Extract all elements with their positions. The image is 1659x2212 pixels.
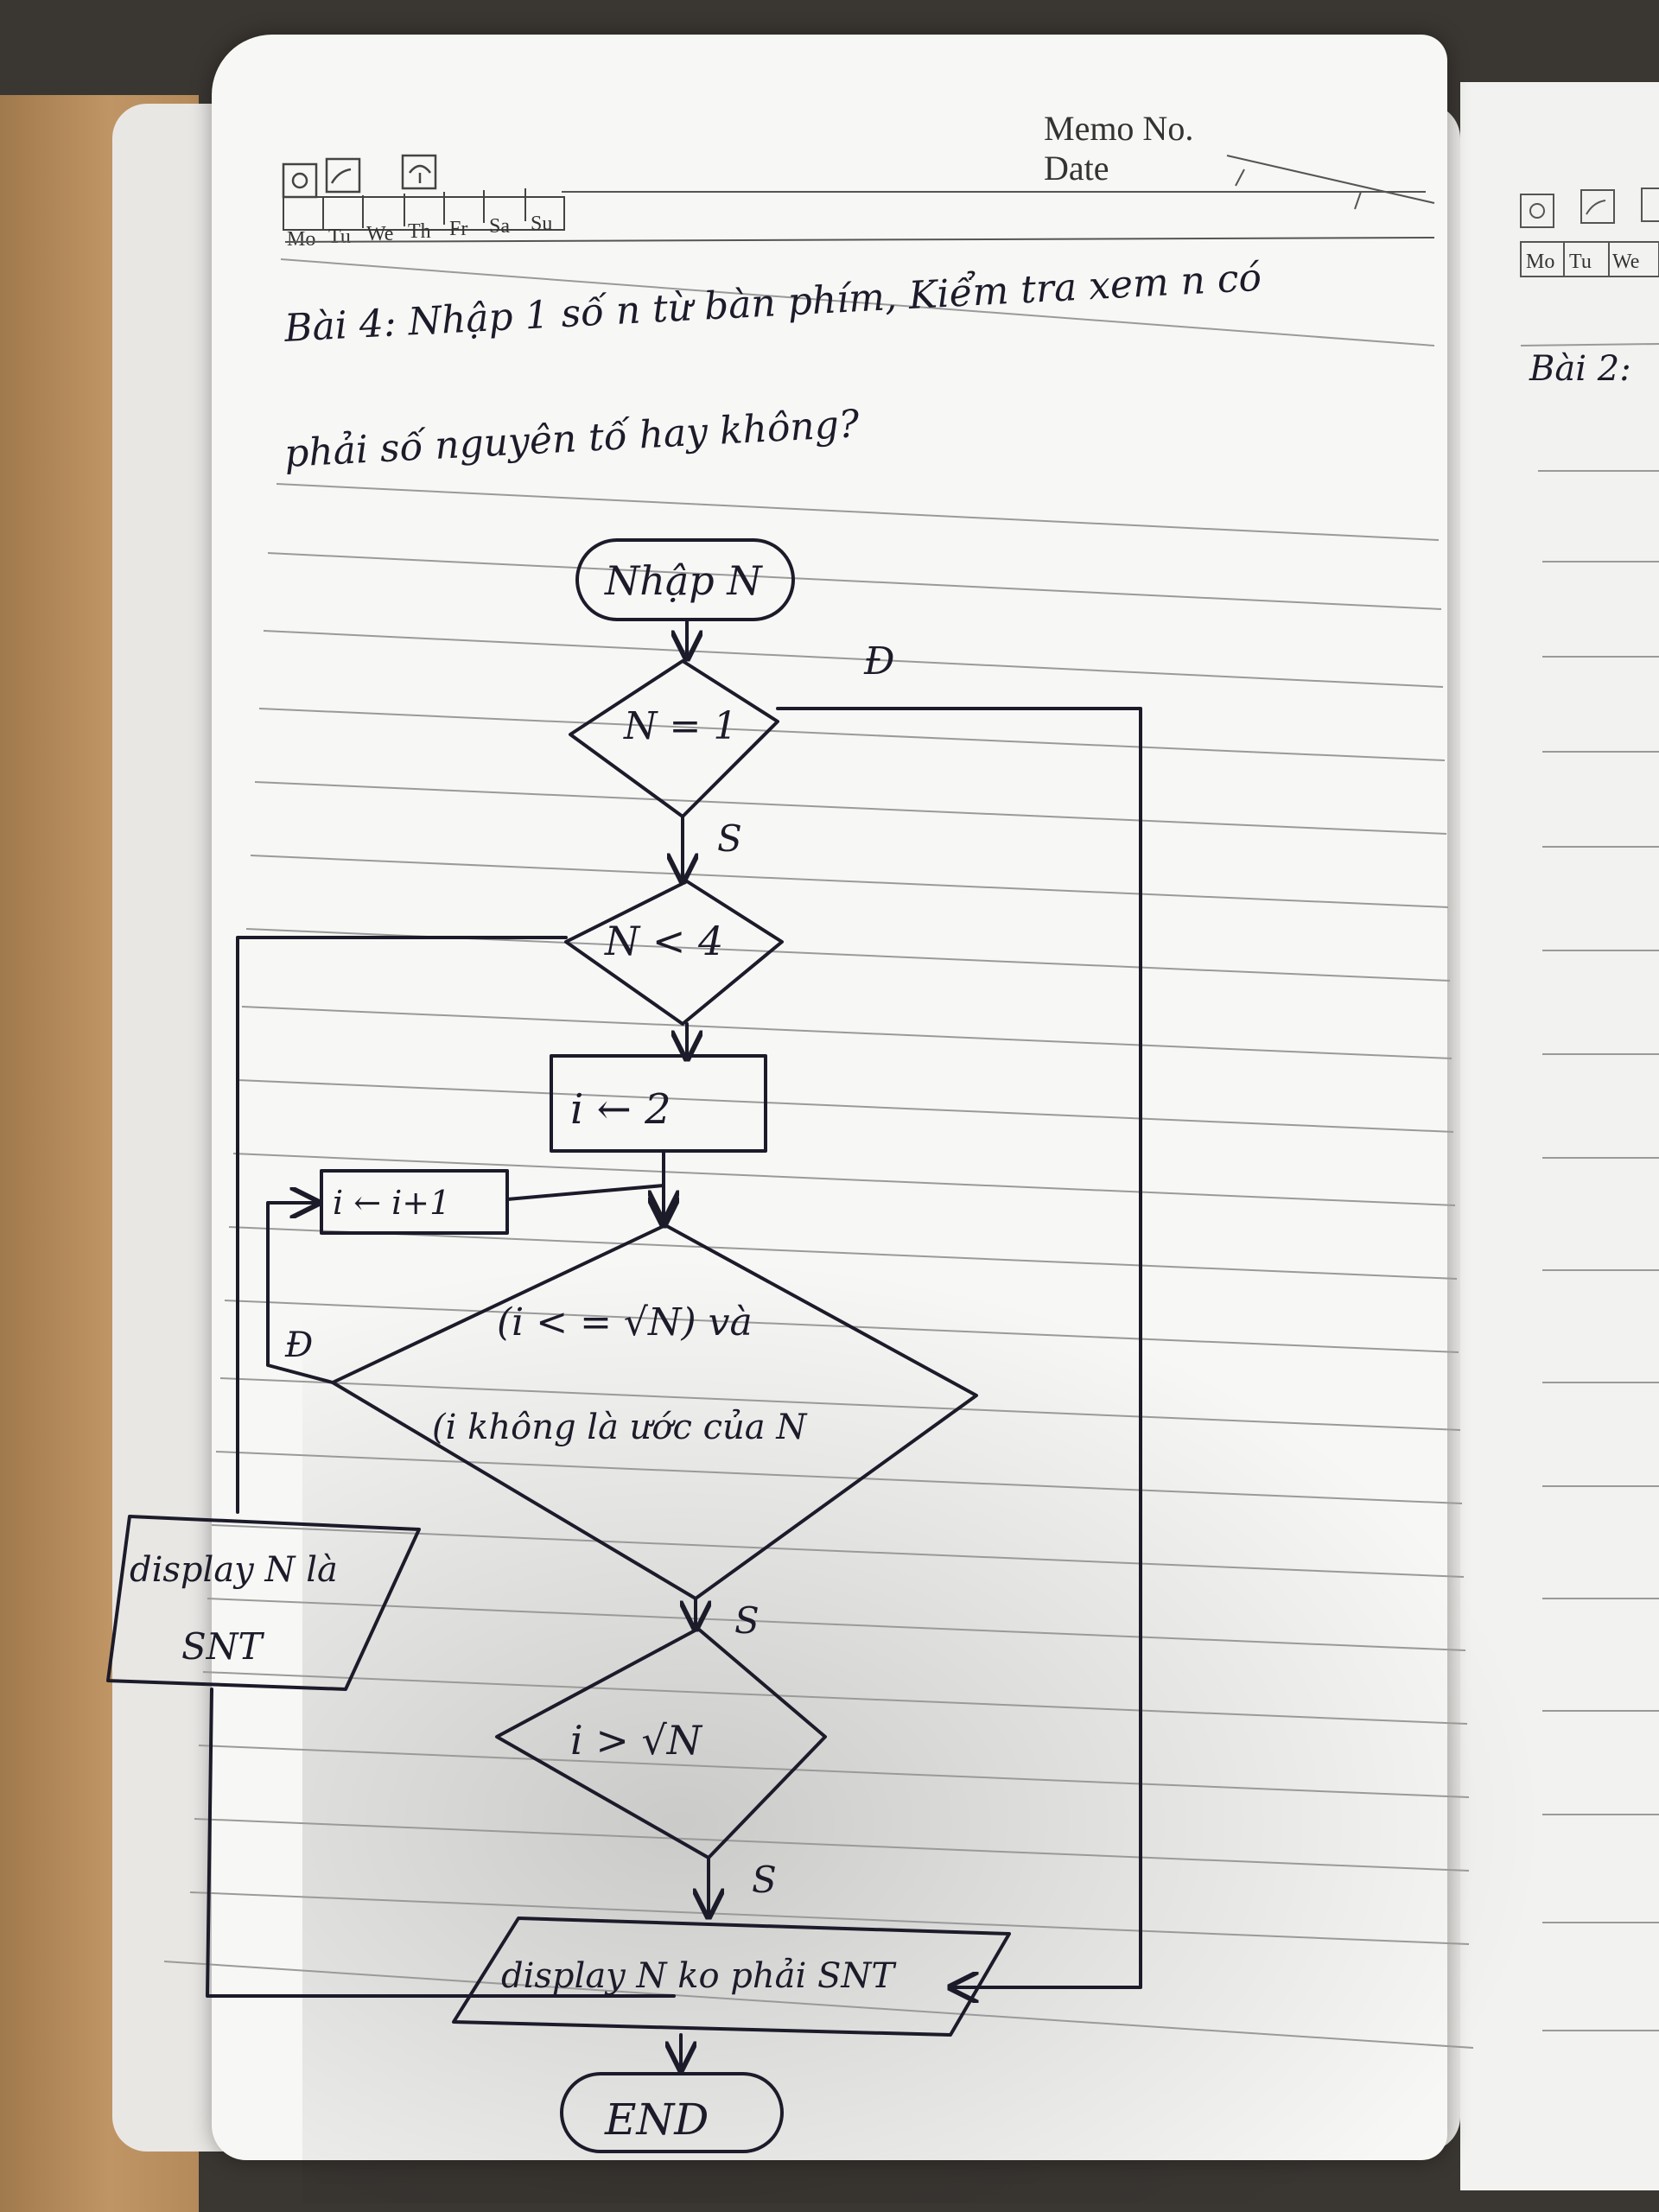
increment-i-label: i ← i+1 (333, 1184, 450, 1222)
weekday-row: Mo Tu We Th Fr Sa Su (283, 188, 565, 251)
n-eq-1-label: N = 1 (623, 704, 737, 748)
notebook-page (212, 35, 1447, 2160)
output-not-prime (452, 1916, 1011, 2037)
exercise-line-1: Bài 4: Nhập 1 số n từ bàn phím, Kiểm tra… (283, 255, 1262, 351)
output-prime-line-1: display N là (130, 1550, 338, 1590)
start-label: Nhập N (604, 557, 763, 604)
next-page-rules (1520, 343, 1659, 2031)
false-label-1: S (717, 817, 742, 860)
loop-cond-line-1: (i < = √N) và (497, 1300, 753, 1344)
connector-prime-to-end (206, 1688, 676, 1998)
day-su: Su (531, 213, 552, 235)
day-sa: Sa (489, 215, 510, 238)
memo-label: Memo No. (1044, 109, 1193, 148)
false-label-2: S (734, 1599, 760, 1642)
next-day-mo: Mo (1526, 251, 1554, 273)
init-i-label: i ← 2 (570, 1085, 671, 1134)
output-not-prime-label: display N ko phải SNT (501, 1956, 897, 1996)
true-label-2: Đ (284, 1325, 313, 1365)
i-gt-sqrt-label: i > √N (570, 1717, 703, 1764)
sun-icon (282, 162, 318, 199)
date-label: Date (1044, 149, 1109, 188)
n-lt-4-label: N < 4 (604, 918, 723, 964)
day-tu: Tu (328, 226, 351, 248)
exercise-line-2: phải số nguyên tố hay không? (283, 402, 861, 476)
true-label-1: Đ (863, 639, 895, 683)
process-increment-i (320, 1169, 509, 1235)
day-mo: Mo (287, 228, 315, 251)
ruled-lines (163, 258, 1474, 2049)
umbrella-icon (401, 154, 437, 190)
false-label-3: S (752, 1859, 777, 1901)
loop-cond-line-2: (i không là ước của N (432, 1408, 808, 1447)
next-page-icons (1520, 188, 1659, 277)
day-fr: Fr (449, 218, 467, 240)
connector-n-eq-1-true (776, 707, 1142, 1987)
end-terminator (560, 2072, 784, 2153)
output-prime-line-2: SNT (181, 1625, 265, 1668)
end-label: END (604, 2094, 709, 2145)
next-day-tu: Tu (1569, 251, 1592, 273)
connector-loop-true (266, 1203, 334, 1384)
cloud-icon (325, 157, 361, 194)
connector-n-lt-4-true (236, 936, 568, 1514)
weather-icons (282, 154, 437, 199)
output-prime (106, 1515, 421, 1691)
next-page (1460, 82, 1659, 2190)
process-init-i (550, 1054, 767, 1153)
next-day-we: We (1612, 251, 1639, 273)
day-th: Th (408, 220, 431, 243)
decision-n-lt-4 (564, 880, 784, 1026)
next-page-heading: Bài 2: (1529, 349, 1631, 389)
header-lines (284, 155, 1435, 243)
